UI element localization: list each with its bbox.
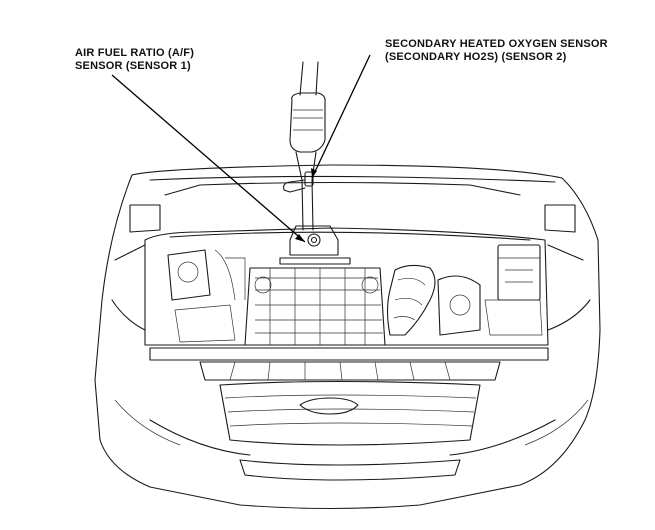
- radiator-support: [149, 347, 549, 361]
- af-sensor-label: AIR FUEL RATIO (A/F) SENSOR (SENSOR 1): [75, 47, 194, 73]
- air-intake: [386, 264, 436, 336]
- arrow-secondary-ho2s: [311, 168, 317, 178]
- battery: [497, 244, 541, 301]
- exhaust-manifold: [289, 225, 339, 256]
- engine-block: [244, 267, 386, 346]
- emblem: [299, 397, 359, 415]
- af-sensor-label-line2: SENSOR (SENSOR 1): [75, 60, 191, 72]
- leader-secondary-ho2s: [311, 54, 371, 179]
- af-sensor-label-line1: AIR FUEL RATIO (A/F): [75, 47, 195, 59]
- secondary-ho2s-label: SECONDARY HEATED OXYGEN SENSOR (SECONDAR…: [385, 38, 608, 64]
- secondary-ho2s-sensor: [304, 171, 314, 187]
- hood-outline: [94, 164, 601, 510]
- af-sensor: [307, 233, 321, 247]
- arrow-af-sensor: [295, 234, 305, 242]
- exhaust-pipe: [299, 61, 319, 96]
- leader-af-sensor: [111, 74, 306, 243]
- front-grille: [219, 380, 481, 446]
- catalytic-converter: [289, 92, 326, 153]
- secondary-ho2s-label-line1: SECONDARY HEATED OXYGEN SENSOR: [385, 38, 608, 50]
- secondary-ho2s-label-line2: (SECONDARY HO2S) (SENSOR 2): [385, 51, 567, 63]
